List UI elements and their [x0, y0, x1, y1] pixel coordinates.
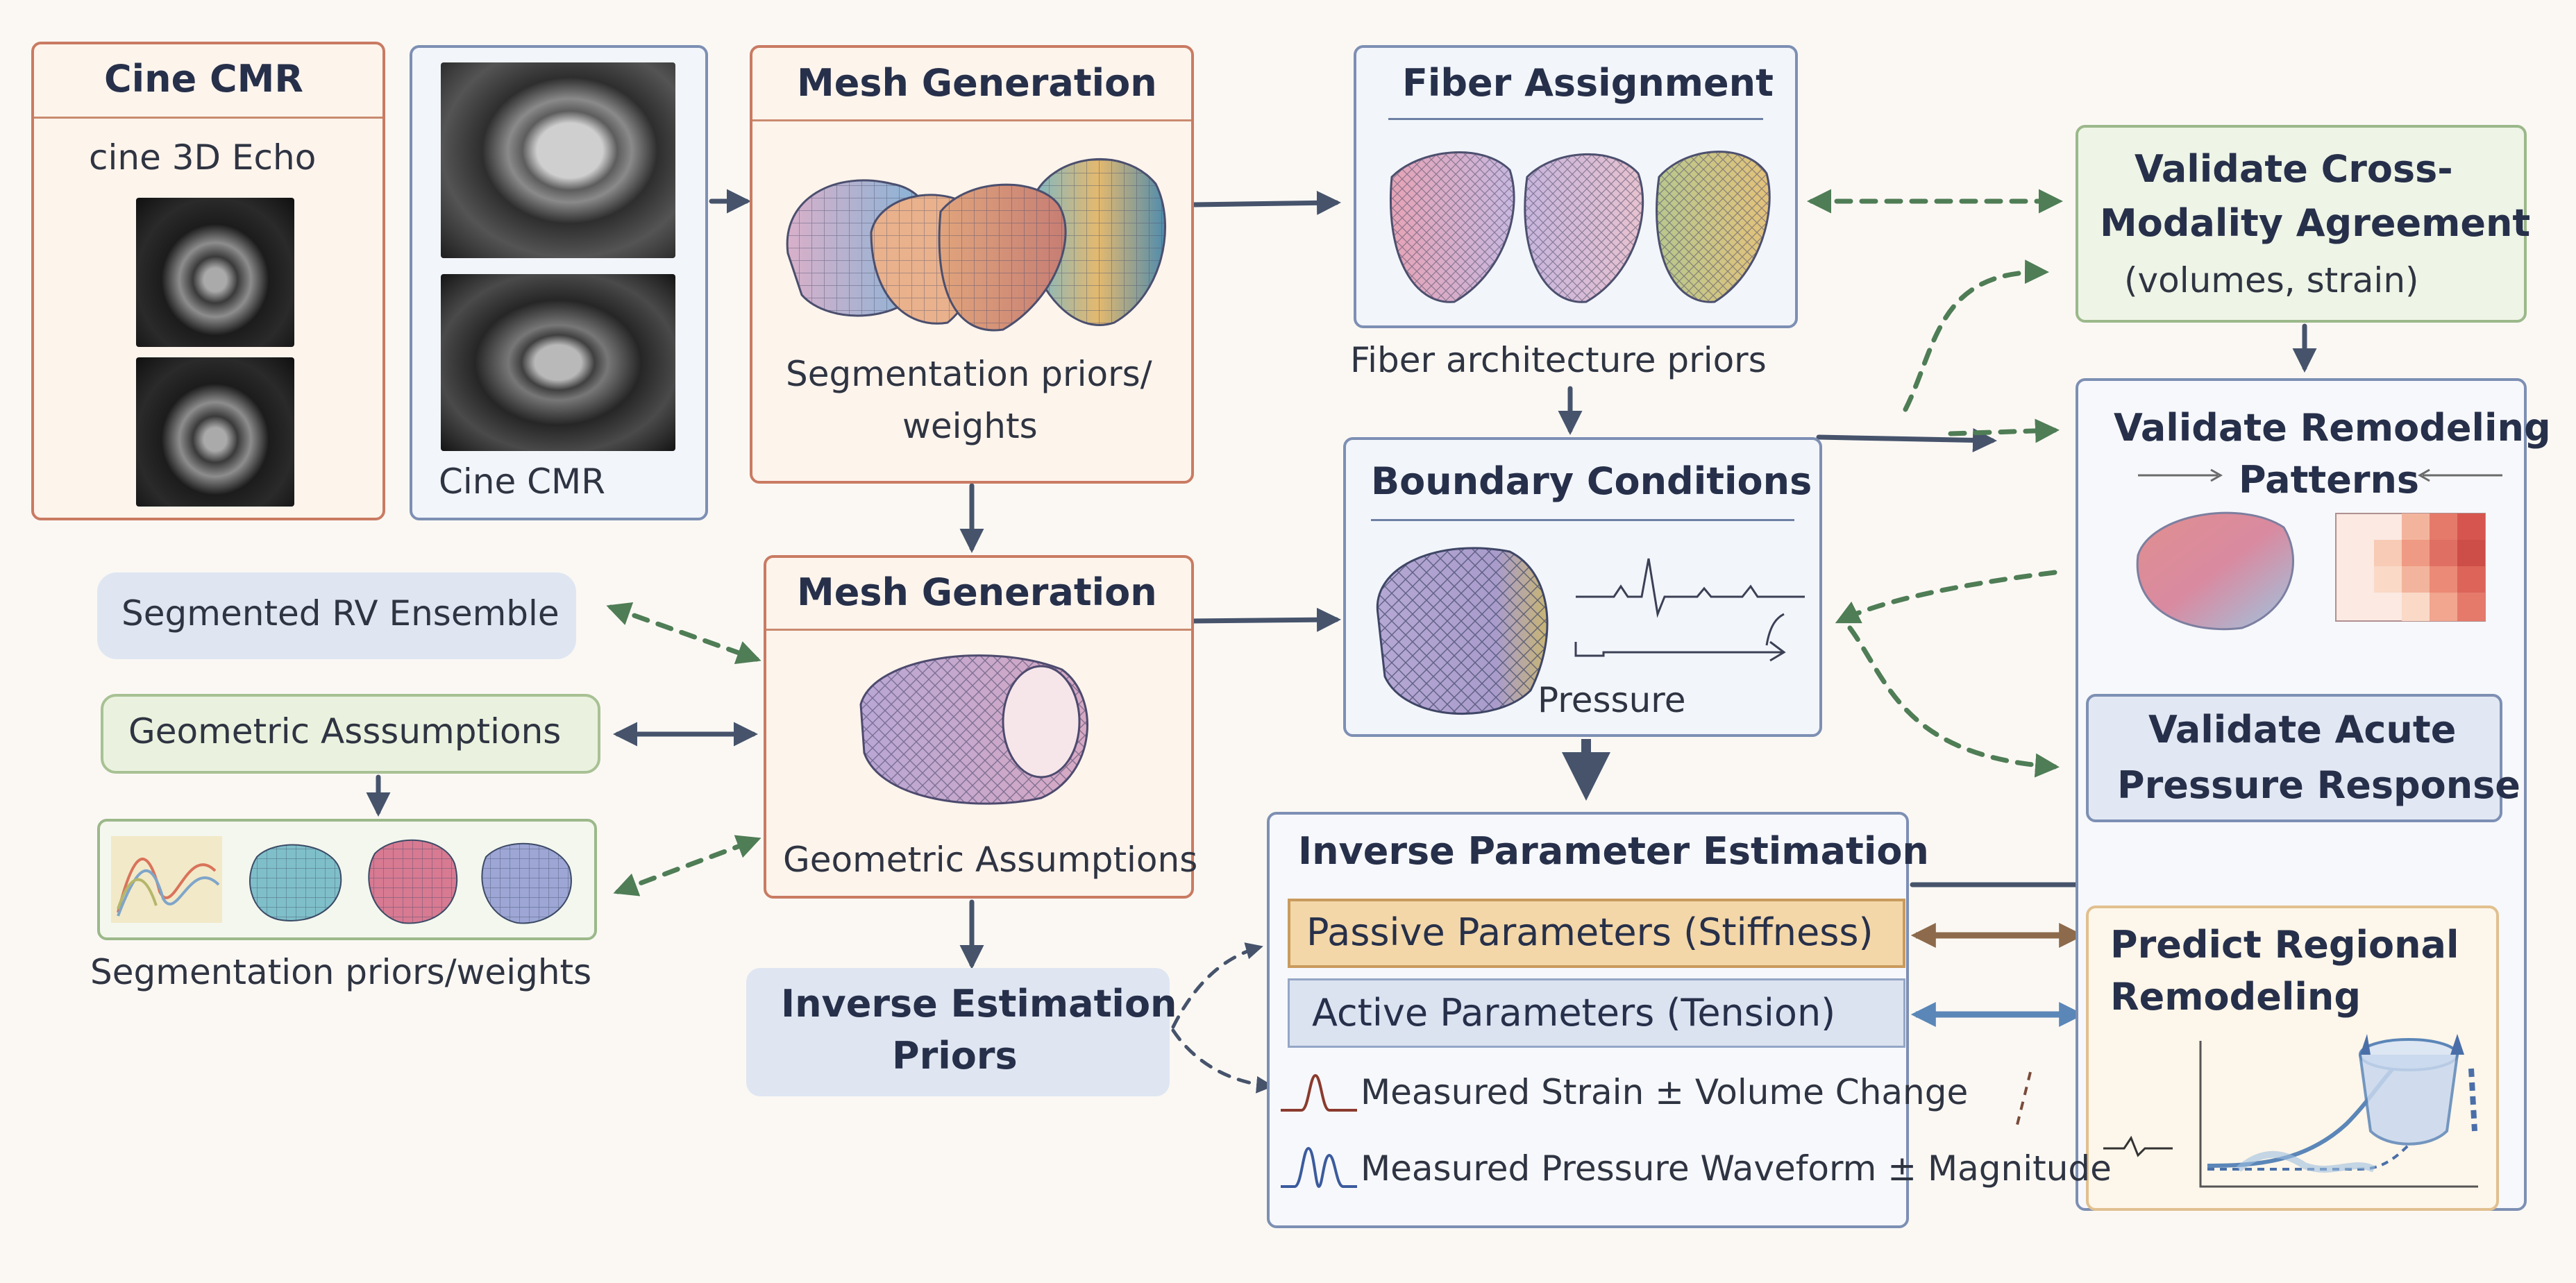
segmentation-priors-caption: Segmentation priors/weights — [90, 952, 592, 992]
boundary-heart-mesh-icon — [1376, 547, 1549, 715]
arrow-mesh-to-boundary — [1188, 607, 1341, 632]
arrow-priors-to-strain — [1171, 1028, 1274, 1094]
pressure-waveform-icon — [1574, 613, 1786, 662]
arrow-mesh-to-fiber — [1191, 190, 1341, 215]
cmr-caption: Cine CMR — [439, 461, 605, 502]
imaging-title-rule — [34, 117, 382, 119]
validate-remodel-line1: Validate Remodeling — [2114, 406, 2551, 450]
validate-cross-line3: (volumes, strain) — [2124, 260, 2419, 300]
remodel-arrow-right-icon — [2417, 468, 2502, 482]
fiber-title-rule — [1388, 118, 1763, 120]
segmentation-thumbnails-icon — [111, 836, 572, 924]
arrow-priors-to-passive — [1171, 942, 1263, 1029]
passive-parameters-label: Passive Parameters (Stiffness) — [1306, 910, 1874, 954]
echo-image-2 — [136, 357, 294, 507]
ecg-waveform-icon — [1576, 558, 1805, 618]
multi-heart-mesh-icon — [786, 158, 1166, 332]
mesh-mid-title-rule — [766, 629, 1191, 631]
mesh-top-title-rule — [752, 119, 1191, 121]
echo-label: cine 3D Echo — [89, 137, 317, 178]
active-parameters-label: Active Parameters (Tension) — [1312, 991, 1836, 1035]
segmented-rv-ensemble-pill — [97, 572, 576, 659]
segmented-rv-ensemble-label: Segmented RV Ensemble — [121, 593, 559, 634]
predict-line2: Remodeling — [2110, 975, 2361, 1019]
predict-line1: Predict Regional — [2110, 923, 2459, 967]
mesh-mid-title: Mesh Generation — [797, 570, 1157, 614]
cmr-image-2 — [441, 274, 675, 451]
pressure-signal-icon — [1281, 1146, 1357, 1189]
validate-cross-line1: Validate Cross- — [2135, 147, 2453, 191]
fiber-title: Fiber Assignment — [1402, 61, 1774, 105]
active-parameters-box — [1288, 978, 1905, 1048]
arrow-remodel-to-boundary — [1835, 570, 2057, 624]
boundary-title: Boundary Conditions — [1371, 459, 1812, 503]
validate-cross-line2: Modality Agreement — [2100, 201, 2531, 245]
cmr-image-1 — [441, 62, 675, 258]
remodel-heart-map-icon — [2136, 511, 2294, 631]
validate-acute-line2: Pressure Response — [2117, 763, 2520, 807]
mesh-top-title: Mesh Generation — [797, 61, 1157, 105]
mesh-top-caption-2: weights — [902, 406, 1038, 446]
remodel-arrow-left-icon — [2138, 468, 2223, 482]
mesh-mid-caption: Geometric Assumptions — [783, 840, 1198, 880]
echo-image-1 — [136, 198, 294, 347]
validate-cross-modality-panel — [2076, 125, 2527, 323]
arrow-to-remodel-short — [1948, 418, 2060, 443]
remodel-heatmap-icon — [2335, 513, 2486, 622]
measured-strain-label: Measured Strain ± Volume Change — [1361, 1072, 1969, 1112]
arrow-ensemble-bidirectional — [606, 602, 761, 665]
geometric-assumptions-pill — [101, 694, 600, 774]
boundary-title-rule — [1371, 519, 1794, 521]
predict-response-plot-icon — [2103, 1034, 2478, 1188]
rv-mesh-icon — [859, 654, 1088, 805]
small-dashed-tick-icon — [2015, 1071, 2032, 1128]
inverse-title: Inverse Parameter Estimation — [1298, 829, 1929, 873]
arrow-to-cross-curve — [1903, 260, 2049, 412]
measured-pressure-label: Measured Pressure Waveform ± Magnitude — [1361, 1148, 2112, 1189]
strain-signal-icon — [1281, 1073, 1357, 1112]
mesh-top-caption-1: Segmentation priors/ — [786, 354, 1152, 394]
arrow-boundary-to-acute — [1847, 625, 2060, 778]
arrow-boundary-to-remodel — [1816, 427, 1997, 452]
arrow-thumbs-bidirectional — [613, 835, 761, 897]
passive-parameters-box — [1288, 899, 1905, 968]
inverse-priors-line1: Inverse Estimation — [781, 982, 1177, 1026]
fiber-mesh-icon — [1390, 151, 1771, 303]
fiber-caption: Fiber architecture priors — [1350, 340, 1767, 380]
inverse-estimation-priors-pill — [746, 968, 1170, 1096]
boundary-caption: Pressure — [1538, 680, 1686, 720]
validate-remodel-line2: Patterns — [2239, 458, 2420, 502]
validate-acute-line1: Validate Acute — [2148, 708, 2457, 751]
inverse-priors-line2: Priors — [892, 1034, 1018, 1078]
geometric-assumptions-label: Geometric Asssumptions — [128, 711, 562, 751]
validate-acute-panel — [2086, 694, 2502, 822]
imaging-title: Cine CMR — [104, 57, 303, 101]
